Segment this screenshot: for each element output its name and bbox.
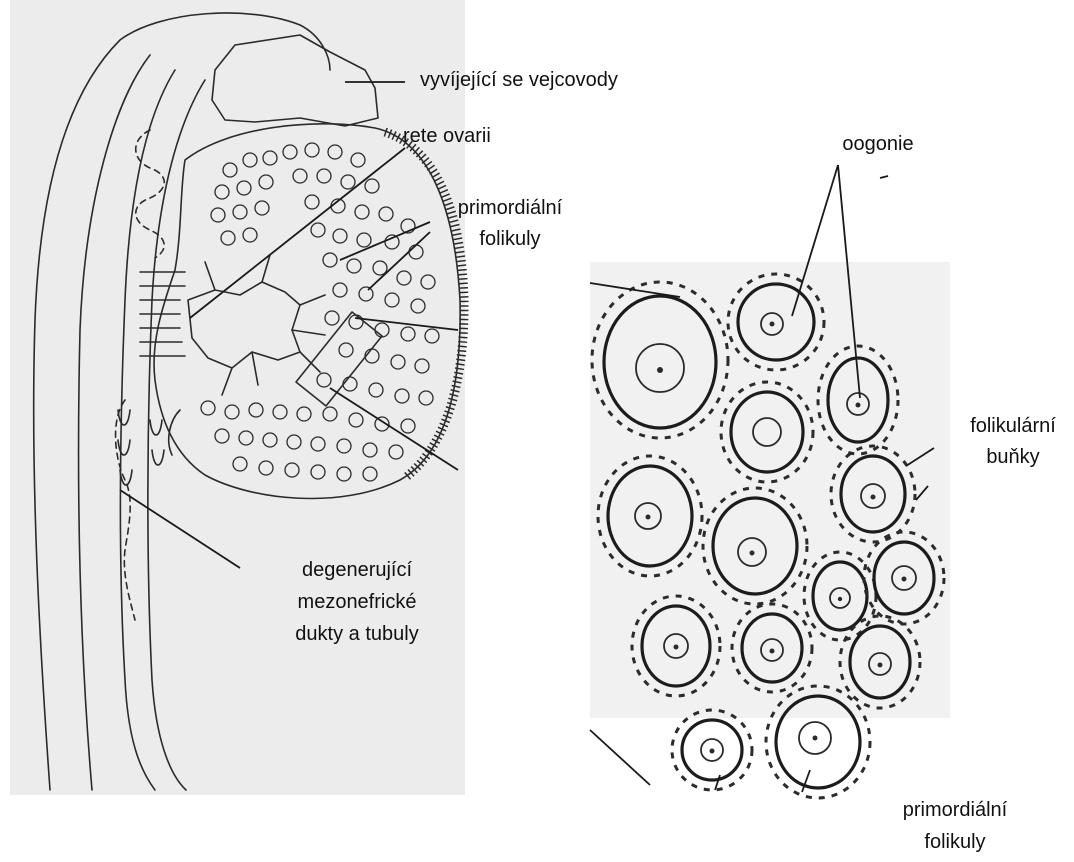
label-primordial-follicles-right-line2: folikuly [924,831,985,853]
ovary-section-drawing [10,0,465,795]
label-primordial-follicles-left-line2: folikuly [479,228,540,250]
label-primordial-follicles-left-line1: primordiální [458,197,563,219]
label-oogonia: oogonie [842,133,913,155]
label-follicular-cells-line1: folikulární [970,415,1056,437]
label-primordial-follicles-right-line1: primordiální [903,799,1008,821]
label-rete-ovarii: rete ovarii [403,125,491,147]
label-mesonephric-line3: dukty a tubuly [295,623,418,645]
label-developing-oviducts: vyvíjející se vejcovody [420,69,618,91]
label-mesonephric-line2: mezonefrické [298,591,417,613]
label-mesonephric-line1: degenerující [302,559,413,581]
label-follicular-cells-line2: buňky [986,446,1039,468]
follicle-bottom-left [672,710,752,790]
follicle-cluster-drawing [590,262,950,798]
